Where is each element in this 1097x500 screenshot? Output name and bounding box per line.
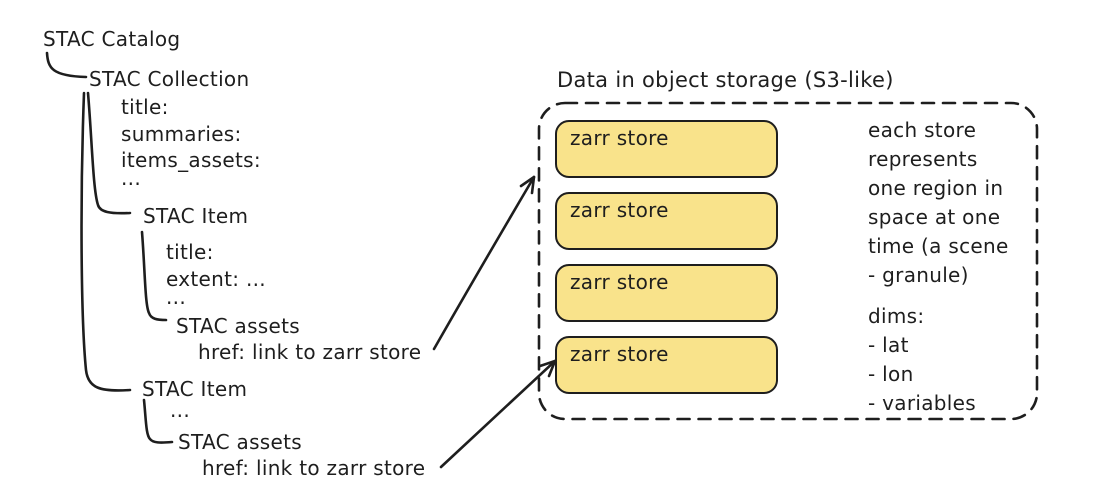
- arrow-href2-head: [538, 359, 557, 378]
- store-description-note: each store represents one region in spac…: [868, 118, 1009, 287]
- connector-item2-assets: [142, 398, 174, 444]
- object-storage-title: Data in object storage (S3-like): [557, 68, 894, 92]
- stac-collection-label: STAC Collection: [89, 67, 250, 91]
- collection-field-ellipsis: ...: [121, 166, 141, 190]
- collection-field-title: title:: [121, 95, 169, 119]
- stac-item2-label: STAC Item: [142, 377, 248, 401]
- arrow-href2-to-store: [439, 359, 557, 469]
- zarr-store-box-4: zarr store: [555, 336, 778, 394]
- zarr-store-label: zarr store: [570, 198, 669, 222]
- item2-href-label: href: link to zarr store: [202, 456, 426, 480]
- collection-field-summaries: summaries:: [121, 122, 242, 146]
- zarr-store-box-1: zarr store: [555, 120, 778, 178]
- stac-catalog-label: STAC Catalog: [43, 27, 181, 51]
- zarr-store-label: zarr store: [570, 126, 669, 150]
- zarr-store-label: zarr store: [570, 270, 669, 294]
- collection-field-items-assets: items_assets:: [121, 148, 261, 172]
- zarr-store-box-2: zarr store: [555, 192, 778, 250]
- item2-field-ellipsis: ...: [170, 398, 190, 422]
- item1-field-title: title:: [166, 240, 214, 264]
- zarr-store-box-3: zarr store: [555, 264, 778, 322]
- item1-field-extent: extent: ...: [166, 267, 266, 291]
- item1-assets-label: STAC assets: [176, 314, 300, 338]
- item1-field-ellipsis: ...: [166, 285, 186, 309]
- stac-item1-label: STAC Item: [143, 204, 249, 228]
- connector-item1-assets: [140, 230, 168, 322]
- dims-note: dims: - lat - lon - variables: [868, 304, 976, 415]
- arrow-href1-to-store: [432, 175, 536, 351]
- zarr-store-label: zarr store: [570, 342, 669, 366]
- item2-assets-label: STAC assets: [178, 430, 302, 454]
- item1-href-label: href: link to zarr store: [198, 340, 422, 364]
- arrow-href1-head: [519, 175, 536, 195]
- connector-catalog-collection: [45, 51, 88, 79]
